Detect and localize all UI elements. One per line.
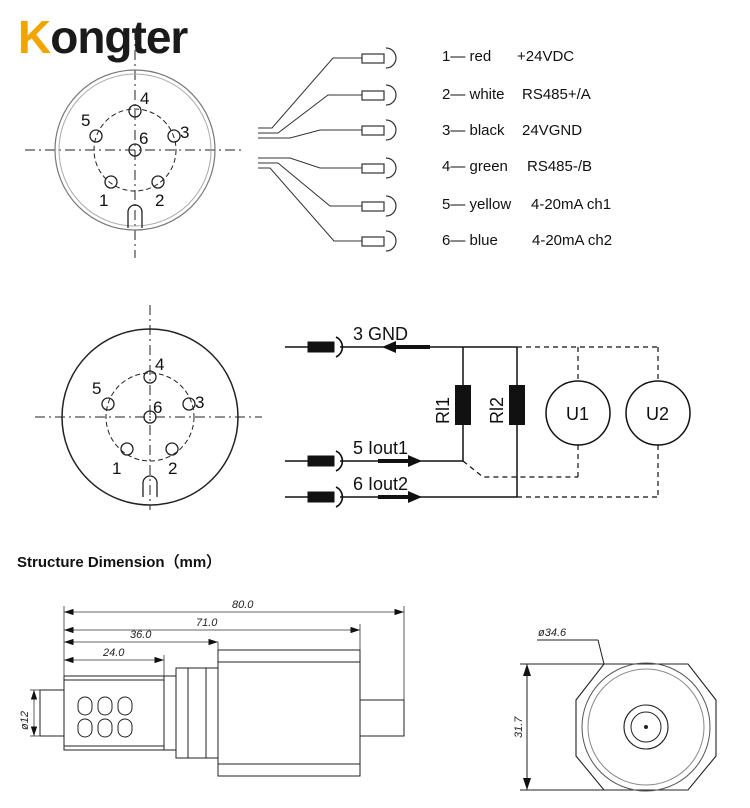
- dim-36-label: 36.0: [130, 629, 152, 641]
- circuit-meters: [545, 380, 691, 446]
- connector-top: [25, 30, 245, 258]
- wire-signal-1: +24VDC: [517, 48, 575, 65]
- dim-31-7-label: 31.7: [513, 716, 525, 738]
- wire-signal-5: 4-20mA ch1: [531, 196, 612, 213]
- end-view-dimension-labels: ø34.6 31.7: [513, 627, 567, 738]
- pin-label: 3: [180, 123, 189, 142]
- wire-row-4: 4— green RS485-/B: [442, 158, 592, 175]
- side-view-dimension-lines: [30, 606, 405, 737]
- circuit-arrows: [382, 341, 422, 503]
- pin-label: 5: [81, 111, 90, 130]
- pin-label: 6: [139, 129, 148, 148]
- pin-label: 1: [112, 459, 121, 478]
- pin-label: 2: [155, 191, 164, 210]
- pin-label: 5: [92, 379, 101, 398]
- gnd-label: 3 GND: [353, 324, 408, 344]
- end-view: [520, 639, 717, 792]
- side-view-vents: [77, 696, 133, 738]
- circuit-labels: 3 GND 5 Iout1 6 Iout2 Rl1 Rl2 U1 U2: [353, 324, 669, 494]
- side-view-dimension-labels: 80.0 71.0 36.0 24.0 ø12: [19, 599, 254, 730]
- wire-row-1: 1— red +24VDC: [442, 48, 574, 65]
- wire-fanout: [258, 57, 362, 242]
- side-view-body: [39, 649, 405, 777]
- brand-logo-rest: ongter: [50, 11, 188, 63]
- circuit-resistors: [455, 385, 525, 425]
- wire-signal-3: 24VGND: [522, 122, 583, 139]
- r2-label: Rl2: [487, 397, 507, 424]
- connector-middle-labels: 4 5 6 3 1 2: [92, 355, 204, 478]
- wire-pin-2: 2— white: [442, 86, 505, 103]
- pin-label: 2: [168, 459, 177, 478]
- iout2-label: 6 Iout2: [353, 474, 408, 494]
- wire-pin-5: 5— yellow: [442, 196, 512, 213]
- u2-label: U2: [646, 404, 669, 424]
- wire-row-2: 2— white RS485+/A: [442, 86, 591, 103]
- wire-pin-3: 3— black: [442, 122, 505, 139]
- pin-label: 3: [195, 393, 204, 412]
- iout1-label: 5 Iout1: [353, 438, 408, 458]
- pin-label: 4: [140, 89, 149, 108]
- dim-80-label: 80.0: [232, 599, 254, 611]
- wire-plugs: [361, 47, 397, 252]
- connector-top-labels: 4 5 6 3 1 2: [81, 89, 189, 210]
- brand-logo-initial: K: [18, 11, 51, 63]
- connector-middle: [35, 305, 262, 510]
- brand-logo: Kongter: [18, 11, 188, 63]
- wire-pin-4: 4— green: [442, 158, 508, 175]
- wire-row-3: 3— black 24VGND: [442, 122, 582, 139]
- dim-34-6-label: ø34.6: [538, 627, 567, 639]
- wire-signal-6: 4-20mA ch2: [532, 232, 613, 249]
- dim-24-label: 24.0: [102, 647, 125, 659]
- circuit-jacks: [307, 336, 344, 508]
- r1-label: Rl1: [433, 397, 453, 424]
- wire-row-6: 6— blue 4-20mA ch2: [442, 232, 612, 249]
- dim-71-label: 71.0: [196, 617, 218, 629]
- wire-signal-4: RS485-/B: [527, 158, 593, 175]
- section-title: Structure Dimension（mm）: [17, 554, 222, 571]
- wire-pin-1: 1— red: [442, 48, 492, 65]
- dim-12-label: ø12: [19, 711, 31, 730]
- wire-pin-6: 6— blue: [442, 232, 498, 249]
- pin-label: 1: [99, 191, 108, 210]
- circuit-dashed: [462, 346, 659, 498]
- pin-label: 6: [153, 398, 162, 417]
- u1-label: U1: [566, 404, 589, 424]
- pin-label: 4: [155, 355, 164, 374]
- wire-signal-2: RS485+/A: [522, 86, 591, 103]
- wire-row-5: 5— yellow 4-20mA ch1: [442, 196, 611, 213]
